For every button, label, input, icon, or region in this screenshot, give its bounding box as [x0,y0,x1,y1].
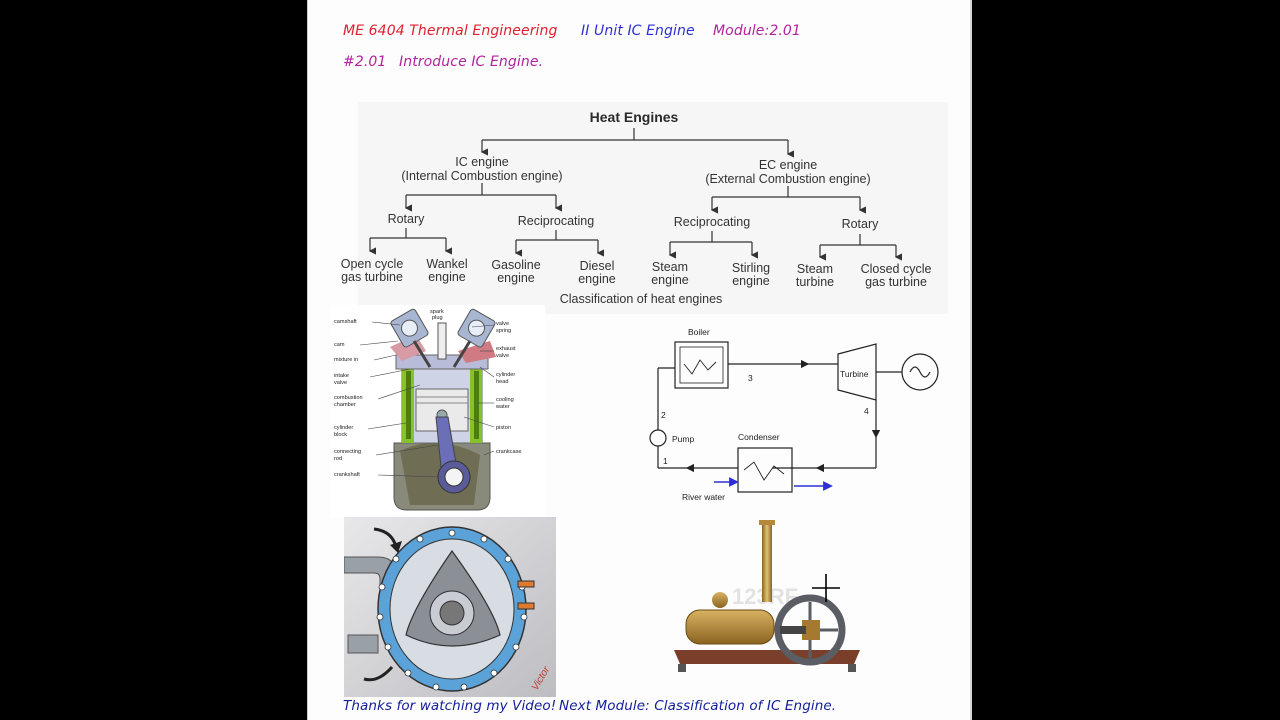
river-water-label: River water [682,492,725,502]
label-cooling-a: cooling [496,397,514,403]
ic-engine-node: IC engine [455,155,509,169]
leaf-steam-engine-1: Steam [652,260,688,274]
ec-engine-subtitle: (External Combustion engine) [705,172,870,186]
leaf-closed-cycle-2: gas turbine [865,275,927,289]
crosshair-cursor-icon [812,574,840,602]
label-mixture-in: mixture in [334,357,358,363]
pump-label: Pump [672,434,694,444]
label-crankshaft: crankshaft [334,472,360,478]
leaf-stirling-2: engine [732,274,770,288]
unit-title: II Unit IC Engine [581,23,695,39]
leaf-steam-engine-2: engine [651,273,689,287]
thanks-text: Thanks for watching my Video! [343,698,557,714]
label-exhaust-b: valve [496,353,509,359]
steam-engine-image: 123RF [674,520,860,672]
ic-engine-subtitle: (Internal Combustion engine) [401,169,562,183]
leaf-steam-turbine-2: turbine [796,275,834,289]
label-piston: piston [496,425,511,431]
topic-code: #2.01 [343,54,387,70]
state-4-label: 4 [864,406,869,416]
document-page: ME 6404 Thermal Engineering II Unit IC E… [308,0,970,720]
label-conrod-b: rod [334,456,342,462]
turbine-label: Turbine [840,369,869,379]
leaf-gasoline-2: engine [497,271,535,285]
label-combustion-b: chamber [334,402,356,408]
next-module-text: Next Module: Classification of IC Engine… [559,698,837,714]
leaf-closed-cycle-1: Closed cycle [861,262,932,276]
root-node: Heat Engines [590,109,679,125]
leaf-wankel-2: engine [428,270,466,284]
label-conrod-a: connecting [334,449,361,455]
topic-title: Introduce IC Engine. [399,54,544,70]
diagram-background [358,102,948,314]
label-cyl-block-a: cylinder [334,425,353,431]
classification-diagram: Heat Engines [341,102,948,314]
leaf-open-cycle-2: gas turbine [341,270,403,284]
label-cyl-head-a: cylinder [496,372,515,378]
ic-reciprocating-node: Reciprocating [518,214,594,228]
leaf-steam-turbine-1: Steam [797,262,833,276]
label-exhaust-a: exhaust [496,346,516,352]
leaf-diesel-1: Diesel [580,259,615,273]
wankel-engine-image: Victor [344,517,556,697]
leaf-wankel-1: Wankel [426,257,467,271]
state-2-label: 2 [661,410,666,420]
label-crankcase: crankcase [496,449,522,455]
diagram-caption: Classification of heat engines [560,292,723,306]
label-camshaft: camshaft [334,319,357,325]
label-valve-spring-a: valve [496,321,509,327]
label-cooling-b: water [495,404,510,410]
label-combustion-a: combustion [334,395,363,401]
course-title: ME 6404 Thermal Engineering [343,23,558,39]
label-cyl-head-b: head [496,379,508,385]
leaf-open-cycle-1: Open cycle [341,257,404,271]
label-intake-a: intake [334,373,349,379]
state-3-label: 3 [748,373,753,383]
engine-cross-section: camshaft spark plug cam mixture in intak… [330,305,545,517]
leaf-diesel-2: engine [578,272,616,286]
label-plug: plug [432,315,443,321]
label-spark: spark [430,309,444,315]
module-label: Module:2.01 [713,23,801,39]
label-cam: cam [334,342,345,348]
ec-engine-node: EC engine [759,158,817,172]
ec-rotary-node: Rotary [842,217,880,231]
state-1-label: 1 [663,456,668,466]
ic-rotary-node: Rotary [388,212,426,226]
condenser-label: Condenser [738,432,780,442]
leaf-gasoline-1: Gasoline [491,258,540,272]
label-intake-b: valve [334,380,347,386]
ec-reciprocating-node: Reciprocating [674,215,750,229]
label-cyl-block-b: block [334,432,347,438]
leaf-stirling-1: Stirling [732,261,770,275]
label-valve-spring-b: spring [496,328,511,334]
rankine-cycle-diagram: Boiler Turbine Pump Condenser River wate… [649,327,939,502]
boiler-label: Boiler [688,327,710,337]
